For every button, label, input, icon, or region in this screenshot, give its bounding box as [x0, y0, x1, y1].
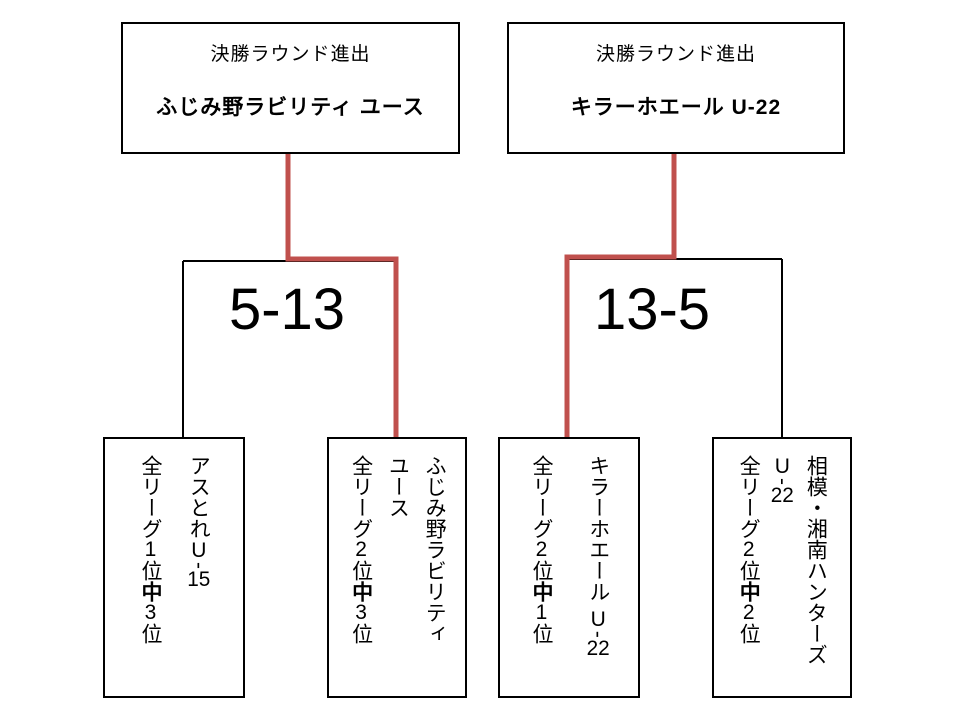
team-box-1: アスとれU-15 全リーグ1位中3位 [103, 437, 245, 698]
team-box-2: ふじみ野ラビリティユース 全リーグ2位中3位 [327, 437, 467, 698]
finalist-team-name: キラーホエール U-22 [570, 96, 782, 119]
team-name: ふじみ野ラビリティユース [386, 455, 447, 644]
team-qualifier: 全リーグ2位中3位 [349, 455, 373, 644]
team-name: アスとれU-15 [187, 455, 211, 590]
team-qualifier: 全リーグ2位中1位 [530, 455, 553, 644]
finalist-label: 決勝ラウンド進出 [210, 44, 371, 65]
team-qualifier: 全リーグ1位中3位 [139, 455, 162, 644]
team-box-3: キラーホエール U-22 全リーグ2位中1位 [498, 437, 640, 698]
team-qualifier: 全リーグ2位中2位 [737, 455, 761, 644]
winner-path-left [285, 154, 399, 437]
team-text: アスとれU-15 全リーグ1位中3位 [126, 455, 223, 683]
finalist-box-left: 決勝ラウンド進出 ふじみ野ラビリティ ユース [121, 22, 460, 154]
winner-path-right [564, 154, 677, 437]
finalist-team-name: ふじみ野ラビリティ ユース [156, 96, 425, 119]
score-right-label: 13-5 [593, 277, 711, 342]
team-text: ふじみ野ラビリティユース 全リーグ2位中3位 [342, 455, 452, 683]
finalist-box-right: 決勝ラウンド進出 キラーホエール U-22 [507, 22, 845, 154]
finalist-label: 決勝ラウンド進出 [595, 44, 756, 65]
score-left-label: 5-13 [228, 277, 346, 342]
team-text: キラーホエール U-22 全リーグ2位中1位 [512, 455, 625, 683]
team-name: キラーホエール U-22 [586, 455, 610, 659]
